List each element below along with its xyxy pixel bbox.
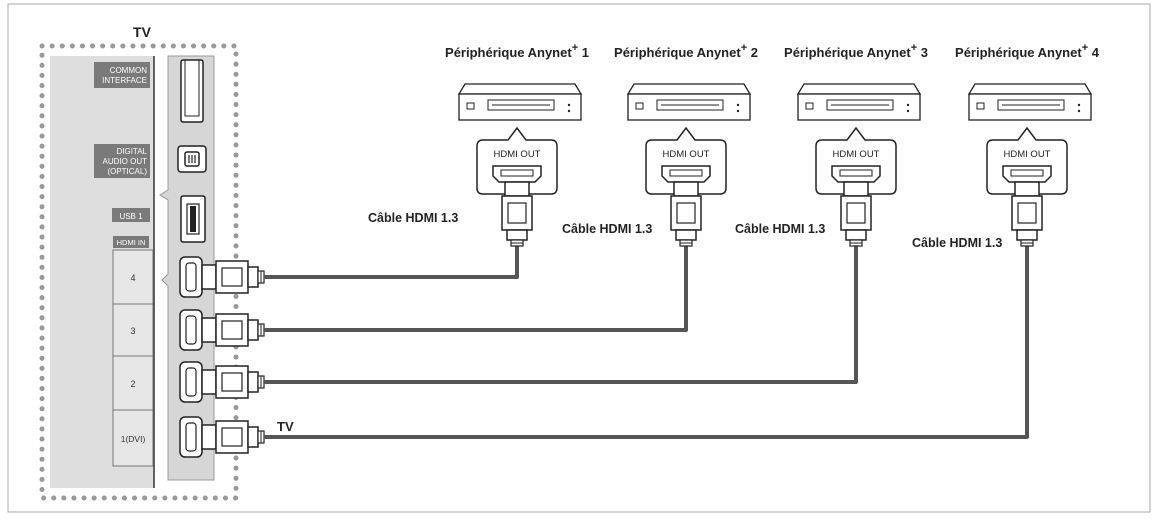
- digital-audio-out-label-line3: (OPTICAL): [107, 167, 147, 176]
- hdmi-out-label: HDMI OUT: [494, 149, 541, 160]
- common-interface-label-line1: COMMON: [110, 66, 148, 75]
- hdmi-out-socket-icon: [831, 165, 881, 183]
- hdmi-out-label: HDMI OUT: [1004, 149, 1051, 160]
- hdmi-in-box-3: [112, 303, 154, 357]
- hdmi-cable-1: [264, 246, 519, 279]
- hdmi-port-number-3: 3: [130, 326, 135, 336]
- hdmi-cable-3: [264, 246, 858, 384]
- anynet-devices: Périphérique Anynet+ 1 HDMI OUT Câble HDMI…: [368, 42, 1100, 250]
- tv-title: TV: [133, 24, 152, 40]
- cable-label: Câble HDMI 1.3: [912, 236, 1002, 250]
- hdmi-in-box-1: [112, 409, 154, 467]
- hdmi-in-box-2: [112, 355, 154, 411]
- hdmi-cable-4: [264, 246, 1029, 439]
- optical-port-inner: [184, 151, 200, 167]
- hdmi-in-label-bg: [113, 236, 149, 248]
- hdmi-plug-icon: [201, 424, 217, 450]
- common-interface-slot: [180, 59, 204, 123]
- hdmi-port-number-1: 1(DVI): [121, 434, 146, 444]
- common-interface-label-line2: INTERFACE: [102, 76, 147, 85]
- digital-audio-out-label-line1: DIGITAL: [116, 147, 147, 156]
- device-label: Périphérique Anynet+ 3: [784, 42, 928, 60]
- hdmi-plug-icon: [843, 181, 869, 197]
- device-box-top: [457, 83, 583, 95]
- anynet-device-2: Périphérique Anynet+ 2 HDMI OUT Câble HDMI…: [562, 42, 758, 247]
- hdmi-cable-2: [264, 246, 688, 332]
- device-box-top: [967, 83, 1093, 95]
- anynet-device-1: Périphérique Anynet+ 1 HDMI OUT Câble HDMI…: [368, 42, 589, 247]
- cable-label: Câble HDMI 1.3: [562, 222, 652, 236]
- hdmi-in-label: HDMI IN: [117, 238, 146, 247]
- hdmi-plug-icon: [201, 369, 217, 395]
- hdmi-port-number-4: 4: [130, 273, 135, 283]
- tv-hdmi-port-1: [179, 256, 265, 298]
- hdmi-port-number-2: 2: [130, 379, 135, 389]
- cable-label: Câble HDMI 1.3: [735, 222, 825, 236]
- cable-label: Câble HDMI 1.3: [368, 211, 458, 225]
- device-label: Périphérique Anynet+ 1: [445, 42, 589, 60]
- anynet-device-3: Périphérique Anynet+ 3 HDMI OUT Câble HDMI…: [735, 42, 928, 247]
- hdmi-plug-icon: [201, 317, 217, 343]
- hdmi-in-box-4: [112, 249, 154, 305]
- common-interface-slot-inner: [184, 59, 200, 117]
- device-box-icon: [797, 93, 921, 121]
- anynet-device-4: Périphérique Anynet+ 4 HDMI OUT Câble HDMI…: [912, 42, 1100, 250]
- usb-label: USB 1: [119, 212, 143, 221]
- tv-hdmi-ports: [179, 256, 265, 458]
- hdmi-out-socket-icon: [492, 165, 542, 183]
- device-box-icon: [458, 93, 582, 121]
- device-box-icon: [627, 93, 751, 121]
- tv-hdmi-port-4: [179, 416, 265, 458]
- device-box-icon: [968, 93, 1092, 121]
- digital-audio-out-label-line2: AUDIO OUT: [103, 157, 148, 166]
- device-box-top: [626, 83, 752, 95]
- tv-hdmi-port-3: [179, 361, 265, 403]
- hdmi-plug-icon: [1014, 181, 1040, 197]
- device-label: Périphérique Anynet+ 4: [955, 42, 1100, 60]
- tv-cable-end-label: TV: [277, 419, 294, 434]
- hdmi-out-socket-icon: [661, 165, 711, 183]
- device-label: Périphérique Anynet+ 2: [614, 42, 758, 60]
- usb-label-bg: [112, 208, 150, 222]
- common-interface-label-bg: [94, 62, 150, 88]
- hdmi-out-socket-icon: [1002, 165, 1052, 183]
- hdmi-plug-icon: [201, 264, 217, 290]
- device-box-top: [796, 83, 922, 95]
- hdmi-plug-icon: [673, 181, 699, 197]
- digital-audio-out-label-bg: [94, 144, 150, 178]
- hdmi-cables: [264, 246, 1029, 439]
- hdmi-plug-icon: [504, 181, 530, 197]
- hdmi-out-label: HDMI OUT: [833, 149, 880, 160]
- hdmi-out-label: HDMI OUT: [663, 149, 710, 160]
